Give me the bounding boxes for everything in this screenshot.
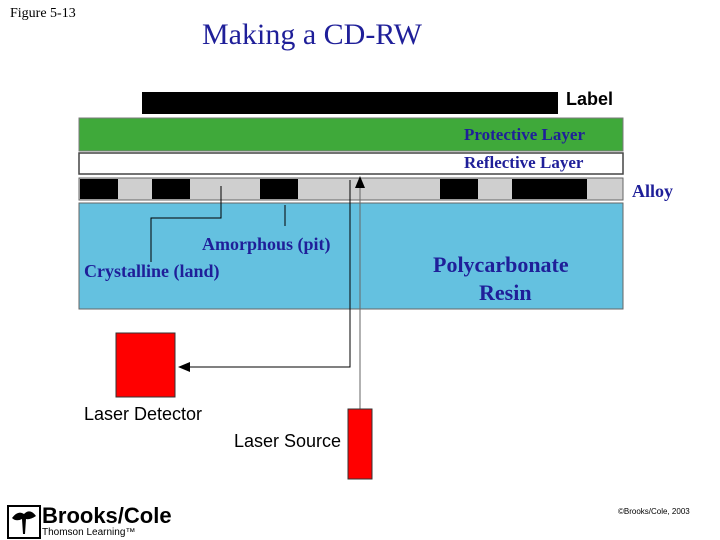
copyright-text: ©Brooks/Cole, 2003: [618, 507, 690, 516]
tree-icon: [7, 505, 41, 539]
alloy-pit: [80, 179, 118, 199]
brand-logo-name: Brooks/Cole: [42, 503, 172, 528]
protective-layer: [78, 117, 624, 152]
page-title: Making a CD-RW: [202, 18, 422, 51]
reflective-layer: [78, 152, 624, 175]
resin-label: Polycarbonate Resin: [433, 251, 603, 307]
laser-arrow-up: [355, 176, 365, 188]
reflective-layer-text: Reflective Layer: [464, 153, 584, 172]
label-bar: [142, 92, 558, 114]
reflected-beam: [184, 180, 351, 368]
laser-source-box: [347, 408, 373, 480]
alloy-pit: [512, 179, 587, 199]
resin-label-line2: Resin: [479, 280, 532, 305]
resin-label-line1: Polycarbonate: [433, 252, 569, 277]
label-layer-text: Label: [566, 89, 614, 109]
alloy-pit: [152, 179, 190, 199]
reflected-arrow: [178, 362, 190, 372]
protective-layer-text: Protective Layer: [464, 125, 585, 144]
figure-label: Figure 5-13: [10, 6, 76, 21]
amorphous-label: Amorphous (pit): [202, 234, 331, 254]
alloy-layer: [78, 177, 624, 201]
laser-detector-box: [115, 332, 176, 398]
alloy-layer-text: Alloy: [632, 181, 674, 201]
alloy-pit: [260, 179, 298, 199]
laser-source-label: Laser Source: [234, 431, 342, 451]
laser-detector-label: Laser Detector: [84, 404, 203, 424]
crystalline-callout-line: [150, 186, 222, 262]
crystalline-label: Crystalline (land): [84, 261, 220, 281]
resin-layer: [78, 202, 624, 310]
brand-logo-subtitle: Thomson Learning™: [42, 527, 136, 538]
alloy-pit: [440, 179, 478, 199]
